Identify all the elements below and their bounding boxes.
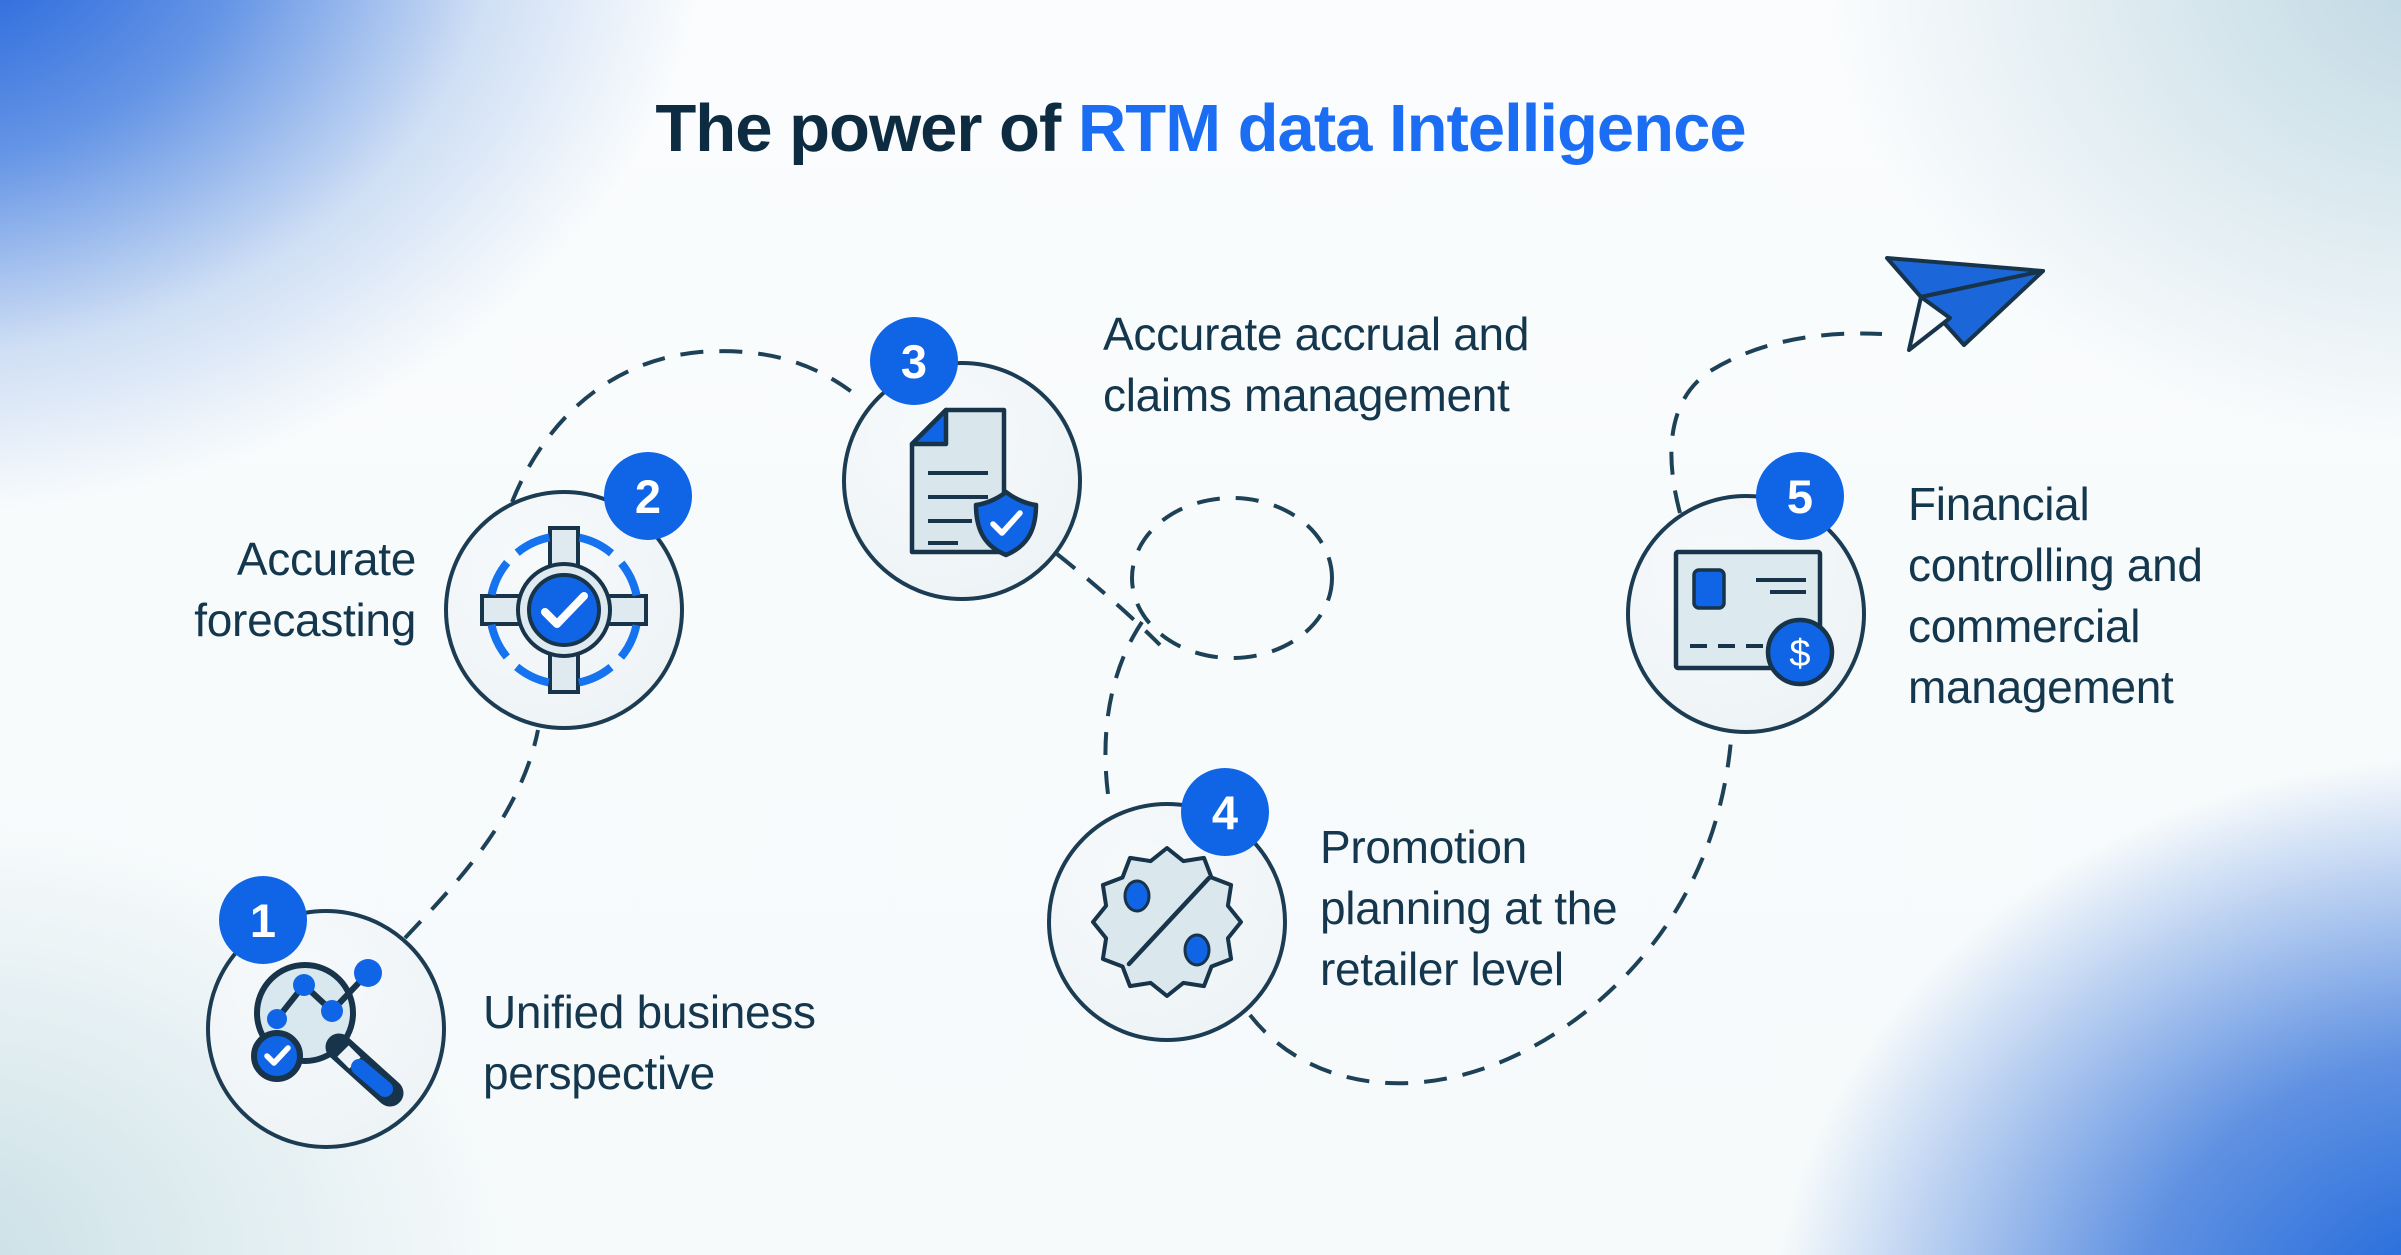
document-shield-icon (909, 407, 1039, 558)
connector-3-loop (1055, 552, 1162, 647)
step-number: 2 (634, 469, 662, 523)
connector-2-3 (510, 349, 864, 503)
step-number: 4 (1211, 785, 1239, 839)
step-2-label: Accurate forecasting (10, 529, 416, 651)
step-label-line: Accurate accrual and (1103, 308, 1530, 360)
step-label-line: controlling and (1908, 539, 2203, 591)
step-4-label: Promotion planning at the retailer level (1320, 817, 1618, 1000)
connector-5-plane (1669, 331, 1883, 514)
step-label-line: Unified business (483, 986, 816, 1038)
step-5-label: Financial controlling and commercial man… (1908, 474, 2203, 718)
connector-loop (1130, 496, 1334, 660)
step-label-line: management (1908, 661, 2174, 713)
percent-seal-icon (1091, 846, 1243, 998)
step-2-badge: 2 (604, 452, 692, 540)
connector-loop-4 (1103, 620, 1144, 809)
step-1-circle (206, 909, 446, 1149)
step-5-circle: $ (1626, 494, 1866, 734)
step-number: 1 (249, 893, 277, 947)
paper-plane-icon (1885, 256, 2045, 352)
step-label-line: perspective (483, 1047, 715, 1099)
step-label-line: Promotion (1320, 821, 1527, 873)
step-5-badge: 5 (1756, 452, 1844, 540)
connector-1-2 (403, 729, 540, 940)
step-label-line: claims management (1103, 369, 1510, 421)
step-label-line: retailer level (1320, 943, 1564, 995)
step-number: 5 (1786, 469, 1814, 523)
target-check-icon (480, 526, 648, 694)
step-3-badge: 3 (870, 317, 958, 405)
step-1-badge: 1 (219, 876, 307, 964)
step-label-line: Accurate (236, 533, 416, 585)
magnifier-chart-icon (251, 959, 404, 1107)
page-title: The power of RTM data Intelligence (0, 95, 2401, 162)
credit-card-dollar-icon: $ (1673, 549, 1835, 687)
step-label-line: planning at the (1320, 882, 1618, 934)
step-3-label: Accurate accrual and claims management (1103, 304, 1529, 426)
connector-4-5 (1248, 739, 1733, 1086)
step-3-circle (842, 361, 1082, 601)
step-4-badge: 4 (1181, 768, 1269, 856)
step-label-line: commercial (1908, 600, 2141, 652)
dollar-symbol: $ (1789, 633, 1810, 675)
step-number: 3 (900, 334, 928, 388)
title-prefix: The power of (655, 91, 1061, 166)
step-label-line: forecasting (194, 594, 416, 646)
title-highlight: RTM data Intelligence (1077, 91, 1747, 166)
step-label-line: Financial (1908, 478, 2090, 530)
step-1-label: Unified business perspective (483, 982, 816, 1104)
